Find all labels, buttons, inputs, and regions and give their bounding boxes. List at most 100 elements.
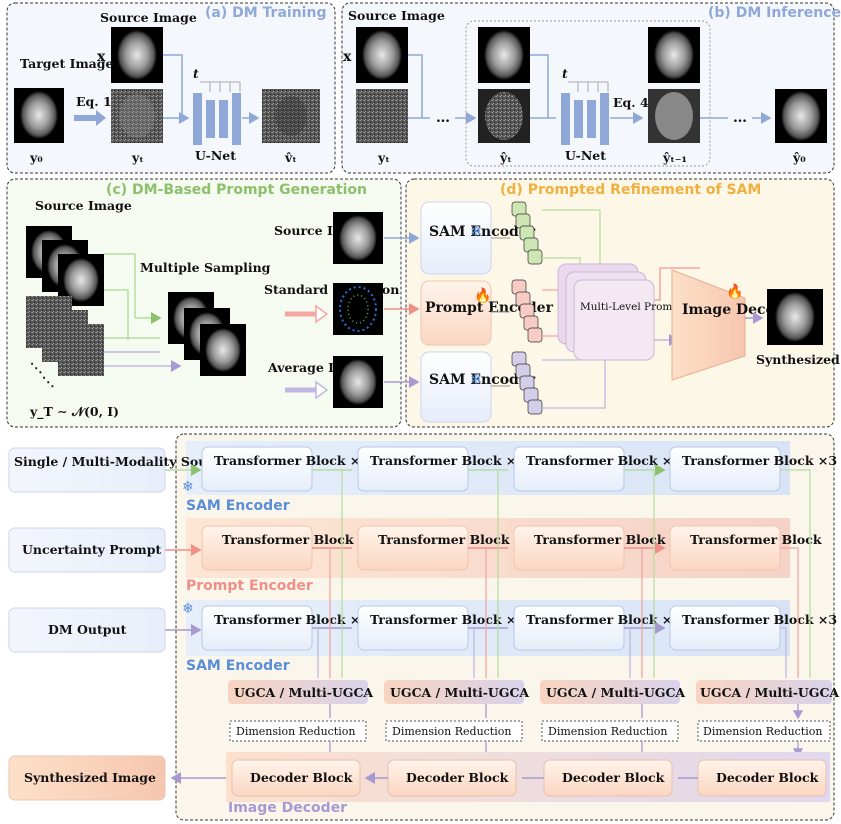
source-image-label-b: Source Image: [348, 8, 445, 23]
eq4-label: Eq. 4: [613, 95, 649, 110]
snowflake-icon: ❄: [470, 224, 482, 240]
target-image-label: Target Image: [20, 56, 114, 71]
unet-label-b: U-Net: [565, 148, 606, 163]
eq1-label: Eq. 1: [76, 94, 112, 109]
dimred-2: [385, 720, 523, 742]
svg-text:Transformer Block ×3: Transformer Block ×3: [214, 612, 369, 627]
source-stack: [26, 226, 104, 306]
svg-text:Decoder Block: Decoder Block: [716, 770, 819, 785]
panel-d-title: (d) Prompted Refinement of SAM: [500, 182, 761, 198]
svg-text:Transformer Block: Transformer Block: [690, 532, 822, 547]
panel-b-title: (b) DM Inference: [708, 5, 841, 21]
input-prompt-label: Uncertainty Prompt: [22, 542, 162, 557]
svg-text:…: …: [733, 110, 747, 126]
flame-icon: 🔥: [474, 287, 491, 304]
svg-text:SAM Encoder: SAM Encoder: [429, 372, 536, 388]
svg-text:UGCA / Multi-UGCA: UGCA / Multi-UGCA: [390, 685, 529, 700]
noise-stack: [26, 296, 104, 376]
svg-text:⋱: ⋱: [42, 374, 55, 389]
svg-text:SAM Encoder: SAM Encoder: [429, 224, 536, 240]
yhat-0-label: ŷ₀: [792, 150, 806, 165]
ugca-3: [540, 680, 680, 704]
row-label-decoder: Image Decoder: [228, 800, 347, 816]
svg-text:Dimension Reduction: Dimension Reduction: [392, 725, 511, 738]
synth-label-d: Synthesized Image: [756, 352, 841, 367]
unet-block-b: [561, 93, 609, 145]
svg-text:UGCA / Multi-UGCA: UGCA / Multi-UGCA: [234, 685, 373, 700]
dimred-4: [697, 720, 831, 742]
output-label: Synthesized Image: [24, 770, 156, 785]
svg-text:Decoder Block: Decoder Block: [562, 770, 665, 785]
svg-text:Transformer Block: Transformer Block: [534, 532, 666, 547]
prompt-encoder: [420, 280, 492, 346]
row-label-sam-1: SAM Encoder: [186, 498, 290, 514]
svg-text:Dimension Reduction: Dimension Reduction: [703, 725, 822, 738]
t-label: t: [193, 66, 199, 81]
sam1-block-1: [201, 446, 313, 492]
yhat-t1-label: ŷₜ₋₁: [662, 150, 687, 165]
ugca-1: [228, 680, 368, 704]
unet-block-a: [193, 93, 241, 145]
dimred-1: [229, 720, 367, 742]
svg-text:Transformer Block ×3: Transformer Block ×3: [682, 453, 837, 468]
sam1-block-2: [357, 446, 469, 492]
inference-loop: [465, 20, 711, 167]
sam-encoder-2: [420, 351, 492, 423]
svg-text:⋱: ⋱: [30, 360, 43, 375]
noise-dist-label: y_T ∼ 𝒩(0, I): [29, 404, 119, 420]
ugca-2: [384, 680, 524, 704]
std-map: [333, 283, 383, 335]
panel-c-title: (c) DM-Based Prompt Generation: [106, 182, 367, 198]
svg-text:Transformer Block ×3: Transformer Block ×3: [682, 612, 837, 627]
mlpi-stack: [557, 263, 655, 361]
sam1-block-3: [513, 446, 625, 492]
svg-text:Transformer Block ×3: Transformer Block ×3: [526, 453, 681, 468]
panel-a-title: (a) DM Training: [205, 5, 326, 21]
svg-text:Dimension Reduction: Dimension Reduction: [236, 725, 355, 738]
svg-text:Decoder Block: Decoder Block: [250, 770, 353, 785]
source-label-c: Source Image: [35, 198, 132, 213]
row-label-prompt: Prompt Encoder: [186, 578, 313, 594]
yt-label-b: yₜ: [377, 150, 390, 165]
x-label-b: x: [343, 49, 352, 65]
panel-dm-inference: (b) DM Inference Source Image x yₜ … ŷₜ …: [341, 2, 841, 174]
snowflake-icon-4: ❄: [182, 601, 194, 617]
svg-text:Transformer Block ×3: Transformer Block ×3: [214, 453, 369, 468]
y0-label: y₀: [29, 150, 43, 165]
feature-tokens: [511, 201, 543, 415]
svg-text:UGCA / Multi-UGCA: UGCA / Multi-UGCA: [546, 685, 685, 700]
panel-dm-training: (a) DM Training Source Image x Target Im…: [6, 2, 336, 174]
yhat-t-label: ŷₜ: [499, 150, 512, 165]
svg-text:Transformer Block ×3: Transformer Block ×3: [370, 453, 525, 468]
snowflake-icon-3: ❄: [182, 479, 194, 495]
source-image-label: Source Image: [100, 10, 197, 25]
output-synthesized: [8, 755, 166, 801]
row-label-sam-2: SAM Encoder: [186, 658, 290, 674]
unet-label-a: U-Net: [195, 148, 236, 163]
architecture-detail: Single / Multi-Modality Source Image Unc…: [8, 433, 839, 821]
velocity-image: [262, 89, 320, 143]
svg-text:Decoder Block: Decoder Block: [406, 770, 509, 785]
x-label: x: [97, 49, 106, 65]
panel-prompted-refinement: (d) Prompted Refinement of SAM SAM Encod…: [384, 178, 841, 428]
multiple-sampling-label: Multiple Sampling: [140, 260, 271, 275]
snowflake-icon-2: ❄: [470, 372, 482, 388]
dimred-3: [541, 720, 679, 742]
svg-text:Transformer Block: Transformer Block: [378, 532, 510, 547]
sample-stack: [168, 292, 246, 376]
noisy-image: [111, 89, 163, 143]
svg-text:UGCA / Multi-UGCA: UGCA / Multi-UGCA: [700, 685, 839, 700]
svg-text:Dimension Reduction: Dimension Reduction: [548, 725, 667, 738]
svg-text:Transformer Block ×3: Transformer Block ×3: [526, 612, 681, 627]
vt-label: v̂ₜ: [284, 150, 297, 165]
flame-icon-2: 🔥: [726, 283, 743, 300]
yt-label: yₜ: [131, 150, 144, 165]
svg-text:Transformer Block: Transformer Block: [222, 532, 354, 547]
input-dm-label: DM Output: [48, 622, 127, 637]
panel-prompt-generation: (c) DM-Based Prompt Generation Source Im…: [6, 178, 402, 428]
image-decoder: [671, 269, 746, 381]
svg-text:t: t: [562, 66, 568, 81]
ugca-4: [696, 680, 832, 704]
dots-1: …: [436, 110, 450, 126]
